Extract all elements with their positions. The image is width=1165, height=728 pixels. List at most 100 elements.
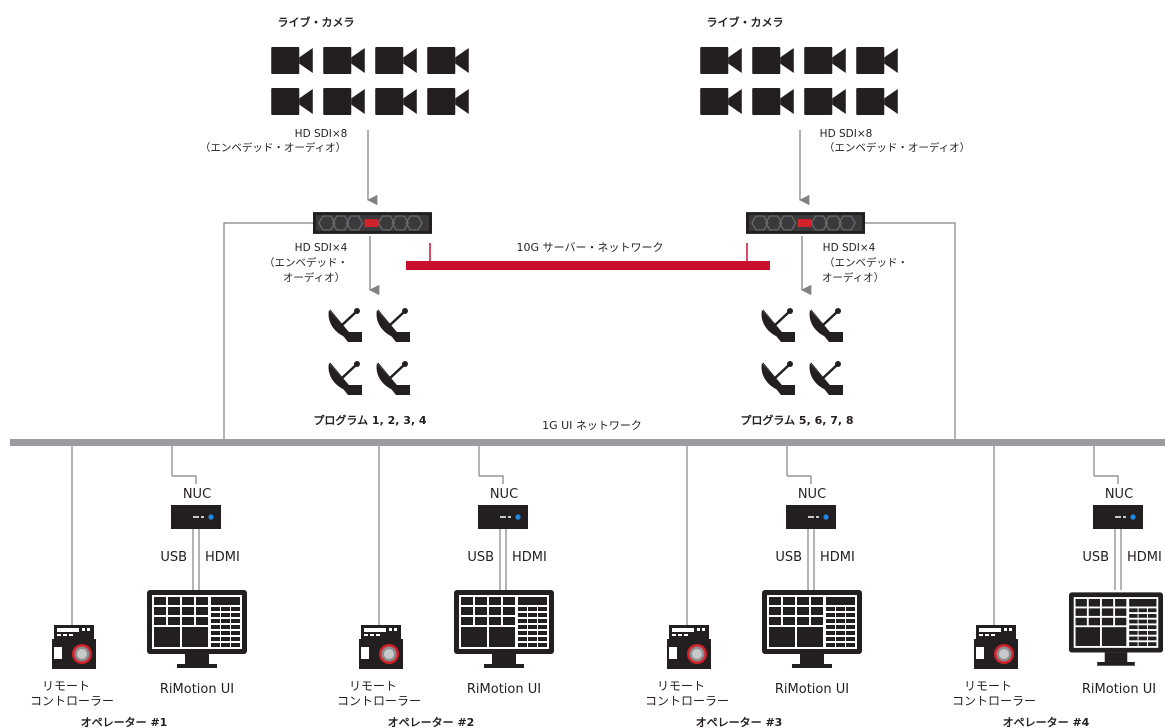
nuc-link-elbow <box>172 475 197 484</box>
remote-label-1: リモート <box>964 679 1012 693</box>
nuc-link-elbow <box>479 475 504 484</box>
hdmi-label: HDMI <box>205 550 240 565</box>
output-label-3: オーディオ） <box>822 271 884 284</box>
operator-station-4: NUC USB HDMI RiMotion UI リモート コントローラー オペ… <box>952 446 1163 728</box>
satellite-dish-icon <box>808 306 845 344</box>
camera-icon <box>856 88 898 115</box>
satellite-dish-icon <box>375 359 412 397</box>
network-10g-bar <box>406 261 770 270</box>
remote-label-1: リモート <box>42 679 90 693</box>
nuc-label: NUC <box>1105 487 1133 502</box>
input-label-1: HD SDI×8 <box>295 128 348 140</box>
rimotion-ui-screen-icon <box>1069 592 1163 666</box>
program-label: プログラム 5, 6, 7, 8 <box>740 413 853 427</box>
remote-controller-icon <box>52 625 96 669</box>
remote-label-1: リモート <box>657 679 705 693</box>
camera-icon <box>856 47 898 74</box>
remote-controller-icon <box>974 625 1018 669</box>
camera-icon <box>427 88 469 115</box>
camera-icon <box>752 88 794 115</box>
rimotion-ui-screen-icon <box>147 590 247 668</box>
dish-group <box>760 306 845 397</box>
remote-label-1: リモート <box>349 679 397 693</box>
hdmi-label: HDMI <box>820 550 855 565</box>
program-label: プログラム 1, 2, 3, 4 <box>313 413 426 427</box>
camera-icon <box>804 88 846 115</box>
nuc-icon <box>1093 505 1143 529</box>
camera-icon <box>752 47 794 74</box>
site-2: ライブ・カメラ HD SDI×8 （エンベデッド・オーディオ） HD SDI×4… <box>700 15 970 440</box>
camera-icon <box>427 47 469 74</box>
output-label-2: （エンベデッド・ <box>264 256 348 269</box>
camera-icon <box>323 88 365 115</box>
nuc-link-elbow <box>787 475 812 484</box>
server-1g-link <box>223 222 313 440</box>
satellite-dish-icon <box>760 306 797 344</box>
nuc-icon <box>171 505 221 529</box>
camera-icon <box>271 47 313 74</box>
ui-label: RiMotion UI <box>1082 682 1156 697</box>
camera-icon <box>271 88 313 115</box>
server-icon <box>313 212 432 234</box>
operator-label: オペレーター #4 <box>1003 716 1090 728</box>
camera-icon <box>375 47 417 74</box>
camera-icon <box>700 88 742 115</box>
nuc-label: NUC <box>798 487 826 502</box>
operator-station-3: NUC USB HDMI RiMotion UI リモート コントローラー オペ… <box>645 446 862 728</box>
satellite-dish-icon <box>327 359 364 397</box>
output-label-3: オーディオ） <box>283 271 345 284</box>
network-10g-label: 10G サーバー・ネットワーク <box>517 241 664 254</box>
usb-label: USB <box>160 550 187 565</box>
camera-icon <box>804 47 846 74</box>
output-label-1: HD SDI×4 <box>295 242 348 254</box>
camera-icon <box>700 47 742 74</box>
operator-label: オペレーター #1 <box>81 716 168 728</box>
server-1g-link <box>865 222 956 440</box>
operator-stations: NUC USB HDMI RiMotion UI リモート コントローラー オペ… <box>30 446 1163 728</box>
usb-label: USB <box>775 550 802 565</box>
satellite-dish-icon <box>327 306 364 344</box>
camera-label: ライブ・カメラ <box>278 15 355 29</box>
camera-icon <box>323 47 365 74</box>
nuc-icon <box>786 505 836 529</box>
camera-group <box>271 47 469 115</box>
hdmi-label: HDMI <box>1127 550 1162 565</box>
satellite-dish-icon <box>375 306 412 344</box>
dish-group <box>327 306 412 397</box>
usb-label: USB <box>1082 550 1109 565</box>
network-1g-label: 1G UI ネットワーク <box>542 419 642 432</box>
remote-label-2: コントローラー <box>645 694 729 708</box>
camera-label: ライブ・カメラ <box>707 15 784 29</box>
operator-label: オペレーター #3 <box>696 716 783 728</box>
ui-label: RiMotion UI <box>775 682 849 697</box>
output-label-1: HD SDI×4 <box>823 242 876 254</box>
remote-label-2: コントローラー <box>952 694 1036 708</box>
remote-label-2: コントローラー <box>30 694 114 708</box>
operator-label: オペレーター #2 <box>388 716 475 728</box>
nuc-label: NUC <box>490 487 518 502</box>
nuc-link-elbow <box>1094 475 1119 484</box>
remote-controller-icon <box>359 625 403 669</box>
rimotion-ui-screen-icon <box>454 590 554 668</box>
nuc-label: NUC <box>183 487 211 502</box>
remote-label-2: コントローラー <box>337 694 421 708</box>
server-icon <box>746 212 865 234</box>
satellite-dish-icon <box>760 359 797 397</box>
remote-controller-icon <box>667 625 711 669</box>
camera-icon <box>375 88 417 115</box>
satellite-dish-icon <box>808 359 845 397</box>
site-1: ライブ・カメラ HD SDI×8 （エンベデッド・オーディオ） HD SDI×4… <box>200 15 469 440</box>
operator-station-2: NUC USB HDMI RiMotion UI リモート コントローラー オペ… <box>337 446 554 728</box>
ui-label: RiMotion UI <box>467 682 541 697</box>
input-label-2: （エンベデッド・オーディオ） <box>824 141 970 154</box>
network-1g-bus <box>10 439 1165 446</box>
rimotion-ui-screen-icon <box>762 590 862 668</box>
output-label-2: （エンベデッド・ <box>824 256 908 269</box>
input-label-1: HD SDI×8 <box>820 128 873 140</box>
input-label-2: （エンベデッド・オーディオ） <box>200 141 346 154</box>
ui-label: RiMotion UI <box>160 682 234 697</box>
nuc-icon <box>478 505 528 529</box>
camera-group <box>700 47 898 115</box>
usb-label: USB <box>467 550 494 565</box>
